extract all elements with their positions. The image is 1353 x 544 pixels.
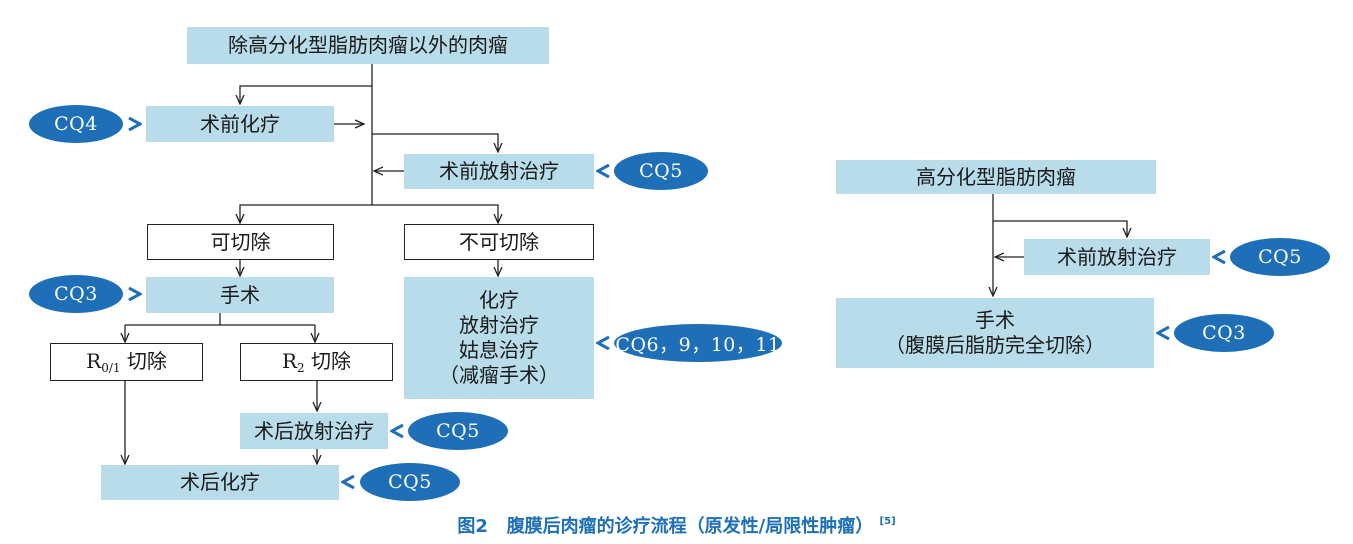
caption-text: 腹膜后肉瘤的诊疗流程（原发性/局限性肿瘤） — [506, 516, 874, 537]
right-surgery-line1: 手术 — [975, 308, 1015, 332]
preop-radiotherapy-box: 术前放射治疗 — [404, 154, 594, 189]
postop-radiotherapy-box: 术后放射治疗 — [240, 413, 388, 449]
resectable-box: 可切除 — [147, 224, 334, 260]
r2-resection-box: R2 切除 — [240, 343, 393, 381]
postop-chemo-box: 术后化疗 — [101, 465, 339, 500]
cq5-preop-tag: CQ5 — [614, 152, 708, 190]
arrow-to-preop-radio — [372, 133, 498, 152]
right-surgery-text: 手术 （腹膜后脂肪完全切除） — [885, 308, 1105, 358]
preop-chemo-box: 术前化疗 — [146, 106, 334, 142]
right-surgery-box: 手术 （腹膜后脂肪完全切除） — [836, 298, 1154, 368]
cq3-right-tag: CQ3 — [1174, 314, 1274, 352]
cq5-right-tag: CQ5 — [1230, 238, 1330, 276]
surgery-box: 手术 — [146, 277, 334, 313]
option-palliative: 姑息治疗 — [459, 338, 539, 362]
cq6-9-10-11-tag: CQ6，9，10，11 — [614, 324, 782, 362]
wdl-sarcoma-box: 高分化型脂肪肉瘤 — [836, 160, 1156, 194]
non-wdl-sarcoma-box: 除高分化型脂肪肉瘤以外的肉瘤 — [187, 27, 549, 64]
option-radio: 放射治疗 — [459, 313, 539, 337]
option-debulking: （减瘤手术） — [439, 363, 559, 387]
figure-caption: 图2 腹膜后肉瘤的诊疗流程（原发性/局限性肿瘤） [5] — [0, 512, 1353, 538]
option-chemo: 化疗 — [479, 288, 519, 312]
caption-label: 图2 — [457, 516, 488, 537]
cq5-postop-chemo-tag: CQ5 — [360, 463, 460, 501]
cq4-tag: CQ4 — [29, 105, 123, 143]
unresectable-box: 不可切除 — [404, 224, 594, 260]
cq5-postop-radio-tag: CQ5 — [408, 412, 508, 450]
caption-reference: [5] — [879, 516, 896, 527]
r01-resection-box: R0/1 切除 — [50, 343, 203, 381]
unresectable-options-box: 化疗 放射治疗 姑息治疗 （减瘤手术） — [404, 277, 594, 399]
r01-label: R0/1 切除 — [86, 348, 167, 375]
unresectable-options-list: 化疗 放射治疗 姑息治疗 （减瘤手术） — [439, 288, 559, 388]
right-preop-radiotherapy-box: 术前放射治疗 — [1024, 239, 1210, 275]
cq3-surgery-tag: CQ3 — [29, 275, 123, 313]
arrow-to-preop-chemo — [240, 85, 372, 104]
right-surgery-line2: （腹膜后脂肪完全切除） — [885, 333, 1105, 357]
r2-label: R2 切除 — [281, 348, 352, 375]
